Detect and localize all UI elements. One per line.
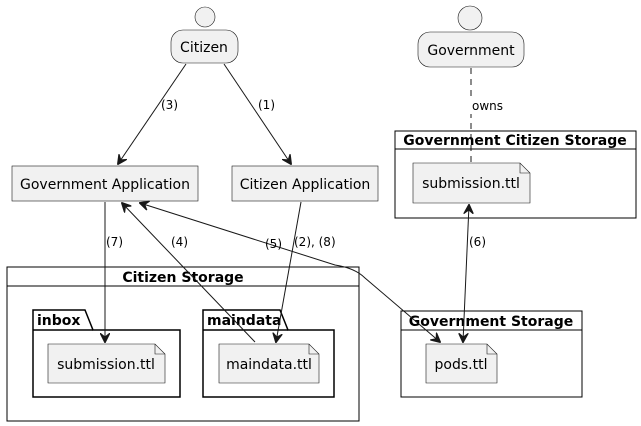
edge-citizen-app-to-maindata-label: (2), (8) [294,235,336,249]
edge-government-owns-label: owns [472,99,503,113]
edge-citizen-to-citizen-app-label: (1) [258,98,275,112]
inbox-submission-file-label: submission.ttl [57,357,155,373]
citizen-storage-title: Citizen Storage [122,270,243,286]
edge-gov-app-to-inbox-label: (7) [106,235,123,249]
government-actor-label: Government [427,43,515,59]
edge-gov-app-to-inbox: (7) [105,202,123,342]
inbox-submission-file: submission.ttl [47,343,166,384]
pods-file: pods.ttl [425,343,498,384]
maindata-folder-title: maindata [207,313,281,329]
edge-gov-app-pods: (5) [140,203,440,342]
citizen-actor-label: Citizen [180,40,228,56]
citizen-actor-icon [194,6,216,28]
government-application-node: Government Application [11,165,199,202]
inbox-folder-title: inbox [37,313,80,329]
citizen-application-label: Citizen Application [240,177,371,193]
gcs-submission-file-label: submission.ttl [422,176,520,192]
government-actor-icon [457,5,483,31]
pods-file-label: pods.ttl [435,357,488,373]
edge-citizen-to-citizen-app: (1) [223,63,291,164]
edge-gcs-submission-pods: (6) [463,205,486,342]
maindata-file: maindata.ttl [218,343,320,384]
edge-gov-app-pods-label: (5) [265,237,282,251]
edge-gcs-submission-pods-label: (6) [469,235,486,249]
government-application-label: Government Application [20,177,190,193]
edge-government-owns: owns [470,68,506,162]
edge-citizen-to-gov-app-label: (3) [161,98,178,112]
government-actor: Government [417,5,525,68]
government-storage-title: Government Storage [409,314,573,330]
edge-citizen-app-to-maindata: (2), (8) [276,201,336,342]
citizen-actor: Citizen [170,6,239,64]
citizen-application-node: Citizen Application [231,165,379,202]
government-citizen-storage-title: Government Citizen Storage [403,133,627,149]
gcs-submission-file: submission.ttl [412,162,531,204]
edge-maindata-to-gov-app-label: (4) [171,235,188,249]
maindata-file-label: maindata.ttl [226,357,312,373]
edge-citizen-to-gov-app: (3) [118,63,187,164]
